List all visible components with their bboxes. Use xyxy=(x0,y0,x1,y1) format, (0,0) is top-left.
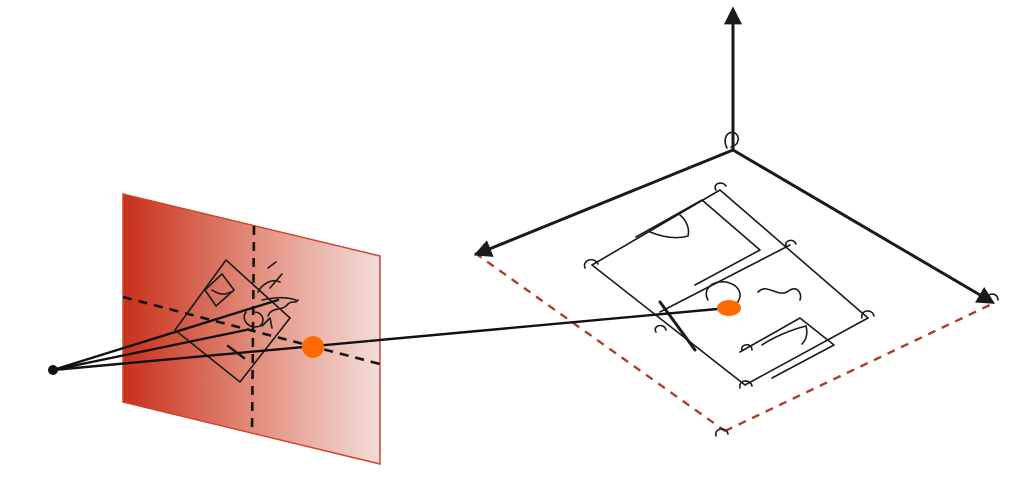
player-stick xyxy=(658,300,697,352)
ray-camera-lower xyxy=(51,328,248,372)
world-axis-right xyxy=(731,148,996,304)
image-point xyxy=(302,336,324,358)
projection-rays xyxy=(51,298,730,372)
pitch-sketch-on-image-plane xyxy=(174,259,299,383)
ray-camera-upper xyxy=(51,298,280,372)
world-axis-left xyxy=(473,148,735,257)
world-point xyxy=(717,300,741,316)
ground-plane-outline xyxy=(474,252,995,433)
ground-plane-edge-right xyxy=(724,301,995,433)
ray-camera-to-world-point xyxy=(51,306,730,372)
soccer-pitch-sketch xyxy=(583,182,999,437)
origin-marker xyxy=(724,131,740,149)
image-plane xyxy=(122,193,381,465)
ground-plane-edge-left xyxy=(474,252,726,432)
image-plane-vertical-axis xyxy=(250,225,256,434)
world-axes xyxy=(473,6,996,304)
image-plane-group xyxy=(122,193,381,465)
camera-center-point xyxy=(48,365,58,375)
image-plane-horizontal-axis xyxy=(122,295,381,366)
